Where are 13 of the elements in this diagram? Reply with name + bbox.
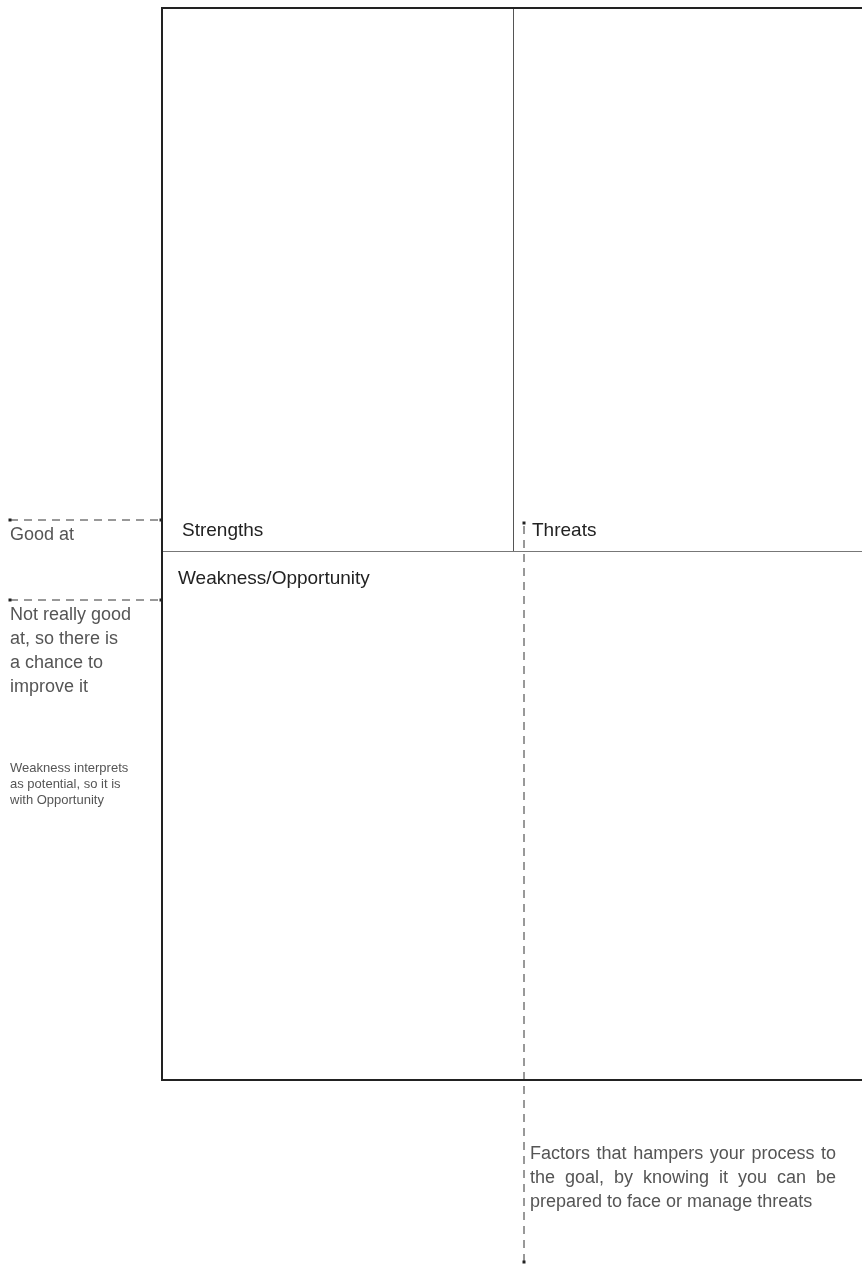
note-text: Good at [10,522,140,546]
note-text: Factors that hampers your process to the goal, by knowing it you can be prepared to face or manage threats [524,1141,836,1213]
quadrant-cell [513,7,862,552]
leader-line [8,598,163,602]
quadrant-cell [161,551,862,1081]
quadrant-heading: Threats [532,519,597,541]
quadrant-heading: Weakness/Opportunity [178,567,370,589]
quadrant-heading: Strengths [182,519,264,541]
quadrant-cell [161,7,514,552]
note-text: Weakness interprets as potential, so it is with Opportunity [10,760,130,808]
leader-line [522,521,526,1264]
note-text: Not really good at, so there is a chance to improve it [10,602,132,698]
leader-line [8,518,163,522]
